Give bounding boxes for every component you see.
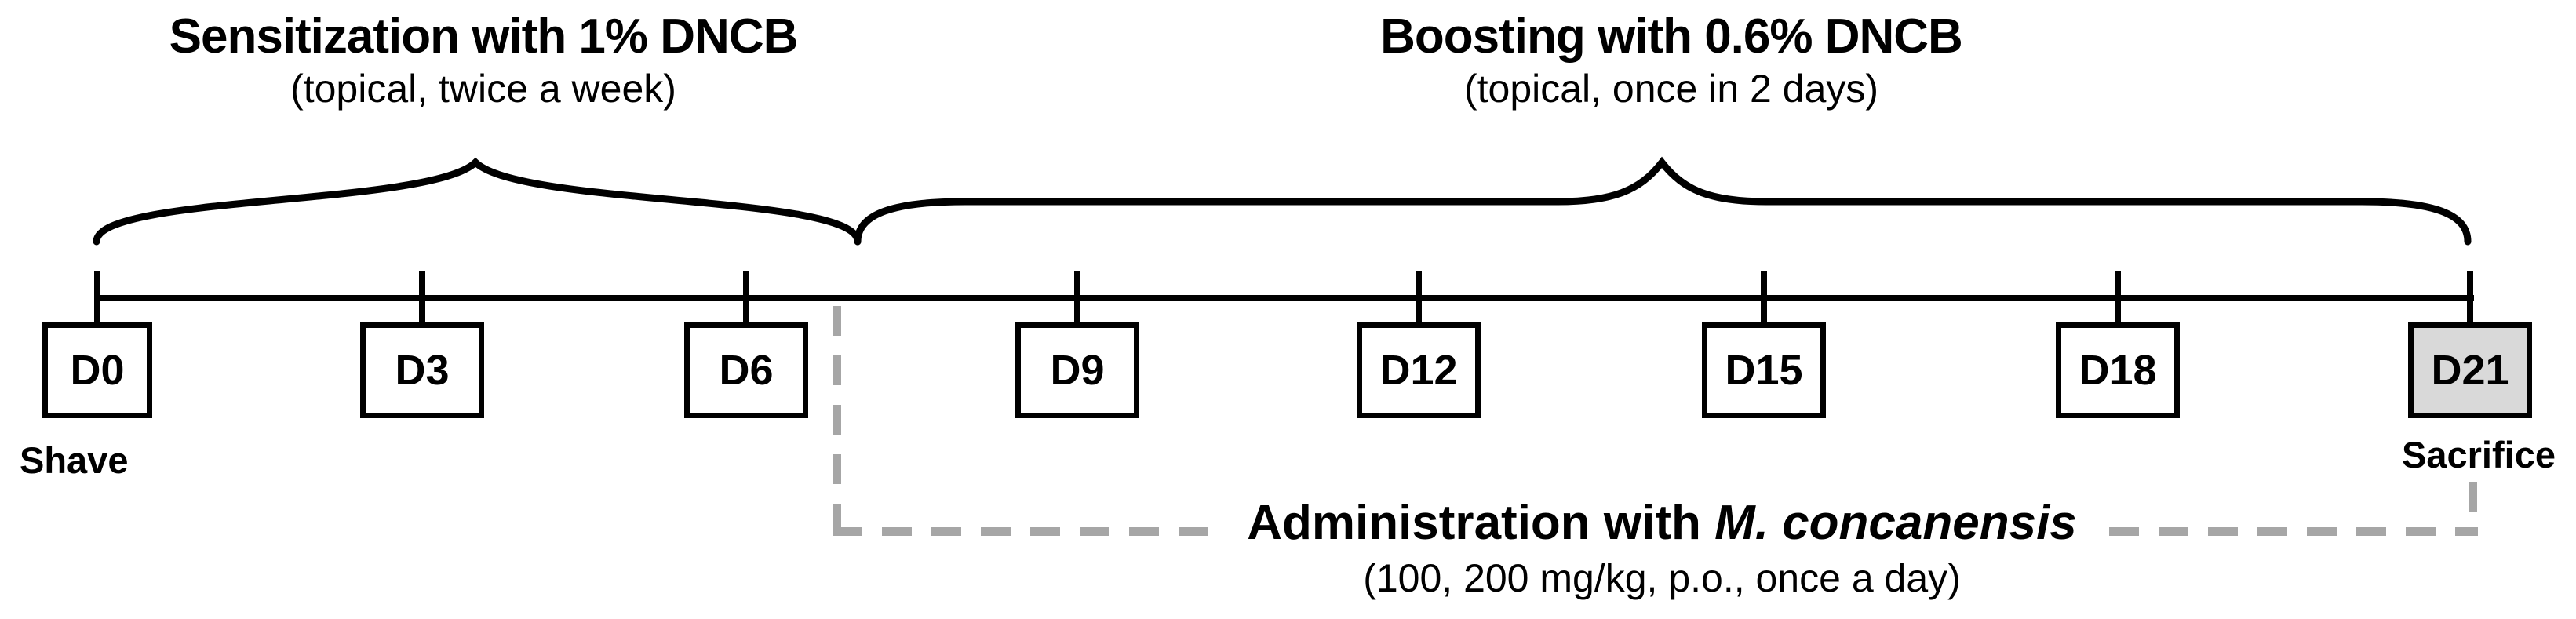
administration-title-species: M. concanensis: [1714, 496, 2077, 550]
day-label: D3: [395, 347, 450, 394]
day-label: D21: [2431, 347, 2509, 394]
day-label: D15: [1725, 347, 1803, 394]
administration-title: Administration with M. concanensis: [1247, 499, 2077, 548]
tick-d12: [1416, 271, 1422, 326]
tick-d15: [1761, 271, 1767, 326]
sensitization-phase-title: Sensitization with 1% DNCB: [169, 9, 799, 64]
timeline-axis: [94, 295, 2474, 301]
sensitization-brace-icon: [93, 157, 862, 246]
boosting-brace-icon: [854, 156, 2472, 246]
shave-annotation: Shave: [20, 439, 129, 481]
day-box-d9: D9: [1015, 322, 1139, 418]
administration-connector-right-horizontal: [2109, 527, 2478, 536]
tick-d18: [2115, 271, 2121, 326]
tick-d9: [1074, 271, 1080, 326]
administration-connector-right-vertical: [2469, 482, 2477, 527]
day-box-d0: D0: [42, 322, 152, 418]
boosting-phase-title: Boosting with 0.6% DNCB: [1380, 9, 1963, 64]
sensitization-phase-subtitle: (topical, twice a week): [290, 67, 676, 111]
day-box-d21: D21: [2408, 322, 2532, 418]
tick-d0: [94, 271, 100, 326]
administration-subtitle: (100, 200 mg/kg, p.o., once a day): [1363, 556, 1961, 600]
day-label: D12: [1379, 347, 1458, 394]
administration-connector-left-vertical: [833, 306, 841, 532]
tick-d3: [419, 271, 425, 326]
day-label: D18: [2079, 347, 2157, 394]
day-box-d15: D15: [1702, 322, 1826, 418]
boosting-phase-subtitle: (topical, once in 2 days): [1463, 67, 1879, 111]
tick-d6: [743, 271, 749, 326]
administration-connector-left-horizontal: [833, 527, 1212, 536]
day-box-d6: D6: [684, 322, 808, 418]
sacrifice-annotation: Sacrifice: [2402, 434, 2556, 475]
day-box-d12: D12: [1357, 322, 1481, 418]
administration-title-prefix: Administration with: [1247, 496, 1715, 550]
day-label: D6: [719, 347, 774, 394]
day-box-d3: D3: [360, 322, 484, 418]
tick-d21: [2467, 271, 2473, 326]
day-label: D0: [70, 347, 125, 394]
day-label: D9: [1050, 347, 1105, 394]
day-box-d18: D18: [2056, 322, 2180, 418]
